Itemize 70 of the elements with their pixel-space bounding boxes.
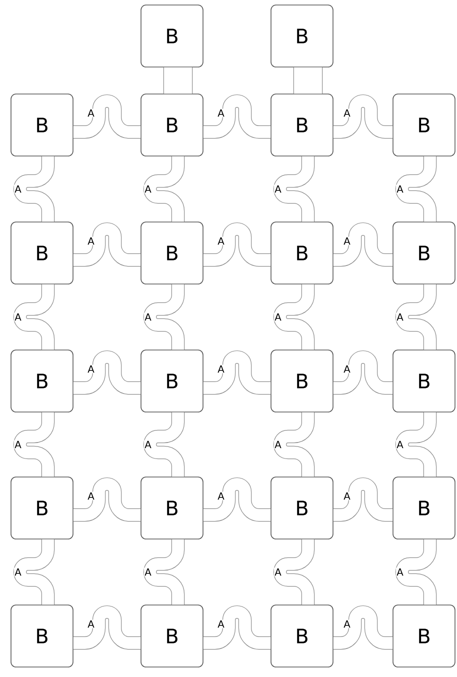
block-box: B	[10, 476, 74, 540]
connector-tube	[73, 477, 141, 522]
edge-label: A	[217, 364, 225, 374]
block-box: B	[270, 222, 334, 284]
edge-label: A	[87, 108, 95, 118]
block-box: B	[10, 604, 74, 668]
connector-tube	[203, 94, 271, 139]
block-box: B	[140, 604, 204, 668]
connector-tube	[293, 67, 323, 94]
block-box: B	[140, 476, 204, 540]
block-box: B	[392, 222, 456, 284]
block-box: B	[392, 476, 456, 540]
edge-label: A	[343, 236, 351, 246]
connector-tube	[396, 284, 437, 350]
connector-tube	[203, 350, 271, 395]
connector-tube	[203, 477, 271, 522]
connector-tube	[333, 606, 393, 650]
connector-tube	[274, 284, 315, 350]
block-box: B	[140, 222, 204, 284]
block-box: B	[140, 4, 204, 68]
edge-label: A	[217, 236, 225, 246]
connector-tube	[273, 412, 315, 477]
edge-label: A	[87, 236, 95, 246]
block-box: B	[270, 604, 334, 668]
block-box: B	[10, 222, 74, 284]
edge-label: A	[87, 364, 95, 374]
block-box: B	[140, 350, 204, 412]
connector-tube	[396, 539, 437, 605]
connector-tube	[73, 222, 141, 267]
connector-tube	[274, 156, 315, 222]
edge-label: A	[87, 620, 95, 628]
block-box: B	[140, 94, 204, 156]
connector-tube	[333, 222, 393, 267]
block-box: B	[392, 604, 456, 668]
block-box: B	[392, 94, 456, 156]
block-box: B	[10, 350, 74, 412]
connector-tube	[73, 605, 141, 650]
connector-tube	[333, 350, 393, 395]
block-box: B	[270, 476, 334, 540]
connector-tube	[143, 412, 185, 477]
connector-tube	[274, 539, 315, 605]
block-box: B	[270, 350, 334, 412]
connector-tube	[13, 412, 55, 477]
connector-tube	[333, 94, 393, 139]
connector-tube	[203, 605, 271, 650]
connector-tube	[14, 156, 55, 222]
connector-tube	[73, 350, 141, 395]
connector-tube	[163, 67, 193, 94]
edge-label: A	[217, 108, 225, 118]
edge-label: A	[217, 492, 225, 500]
block-box: B	[270, 4, 334, 68]
connector-tube	[144, 156, 185, 222]
connector-tube	[14, 539, 55, 605]
edge-label: A	[343, 364, 351, 374]
edge-label: A	[343, 492, 351, 500]
edge-label: A	[87, 492, 95, 500]
connector-tube	[73, 94, 141, 139]
block-box: B	[10, 94, 74, 156]
connector-tube	[144, 539, 185, 605]
connector-tube	[333, 478, 393, 522]
connector-tube	[396, 156, 437, 222]
connector-tube	[395, 412, 437, 477]
block-box: B	[392, 350, 456, 412]
edge-label: A	[217, 620, 225, 628]
edge-label: A	[343, 620, 351, 628]
connector-tube	[203, 222, 271, 267]
connector-tube	[14, 284, 55, 350]
edge-label: A	[343, 108, 351, 118]
connector-tube	[144, 284, 185, 350]
block-box: B	[270, 94, 334, 156]
